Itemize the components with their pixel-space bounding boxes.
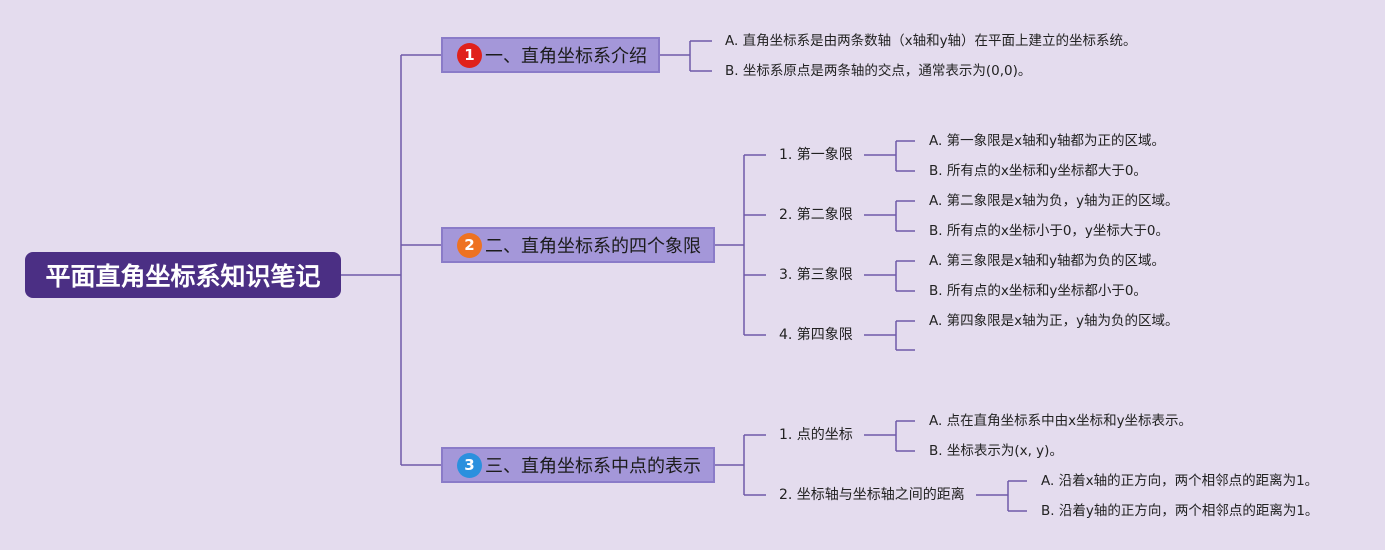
leaf-q2-2[interactable]: B. 所有点的x坐标小于0，y坐标大于0。 [929,223,1170,239]
number-badge-2: 2 [457,232,482,258]
branch-2-label: 二、直角坐标系的四个象限 [485,236,701,257]
leaf-q3-2[interactable]: B. 所有点的x坐标和y坐标都小于0。 [929,283,1147,299]
subtopic-quadrant-3[interactable]: 3. 第三象限 [779,267,853,283]
subtopic-quadrant-1[interactable]: 1. 第一象限 [779,147,853,163]
leaf-p1-1[interactable]: A. 点在直角坐标系中由x坐标和y坐标表示。 [929,413,1193,429]
connector-b2-s4 [864,320,915,351]
connector-b1-leaves [660,40,712,72]
leaf-b1-1[interactable]: A. 直角坐标系是由两条数轴（x轴和y轴）在平面上建立的坐标系统。 [725,33,1137,49]
number-badge-3: 3 [457,452,482,478]
leaf-b1-2[interactable]: B. 坐标系原点是两条轴的交点，通常表示为(0,0)。 [725,63,1032,79]
connector-b2-s2 [864,200,915,232]
leaf-q4-1[interactable]: A. 第四象限是x轴为正，y轴为负的区域。 [929,313,1179,329]
connector-b2-subs [715,154,766,336]
root-topic-label: 平面直角坐标系知识笔记 [45,262,321,291]
leaf-q1-2[interactable]: B. 所有点的x坐标和y坐标都大于0。 [929,163,1147,179]
subtopic-axis-distance[interactable]: 2. 坐标轴与坐标轴之间的距离 [779,487,965,503]
subtopic-point-coordinates[interactable]: 1. 点的坐标 [779,427,853,443]
subtopic-quadrant-4[interactable]: 4. 第四象限 [779,327,853,343]
branch-1-label: 一、直角坐标系介绍 [485,46,647,67]
branch-2-topic[interactable]: 2 二、直角坐标系的四个象限 [441,227,715,263]
subtopic-quadrant-2[interactable]: 2. 第二象限 [779,207,853,223]
connector-b3-subs [715,434,766,496]
leaf-q2-1[interactable]: A. 第二象限是x轴为负，y轴为正的区域。 [929,193,1179,209]
root-topic[interactable]: 平面直角坐标系知识笔记 [25,252,341,298]
branch-1-topic[interactable]: 1 一、直角坐标系介绍 [441,37,660,73]
leaf-q3-1[interactable]: A. 第三象限是x轴和y轴都为负的区域。 [929,253,1166,269]
leaf-p2-1[interactable]: A. 沿着x轴的正方向，两个相邻点的距离为1。 [1041,473,1319,489]
connector-b2-s3 [864,260,915,292]
connector-b3-s2 [976,480,1027,512]
connector-b3-s1 [864,420,915,452]
leaf-p2-2[interactable]: B. 沿着y轴的正方向，两个相邻点的距离为1。 [1041,503,1319,519]
leaf-q1-1[interactable]: A. 第一象限是x轴和y轴都为正的区域。 [929,133,1166,149]
branch-3-topic[interactable]: 3 三、直角坐标系中点的表示 [441,447,715,483]
leaf-p1-2[interactable]: B. 坐标表示为(x, y)。 [929,443,1063,459]
connector-b2-s1 [864,140,915,172]
branch-3-label: 三、直角坐标系中点的表示 [485,456,701,477]
number-badge-1: 1 [457,42,482,68]
